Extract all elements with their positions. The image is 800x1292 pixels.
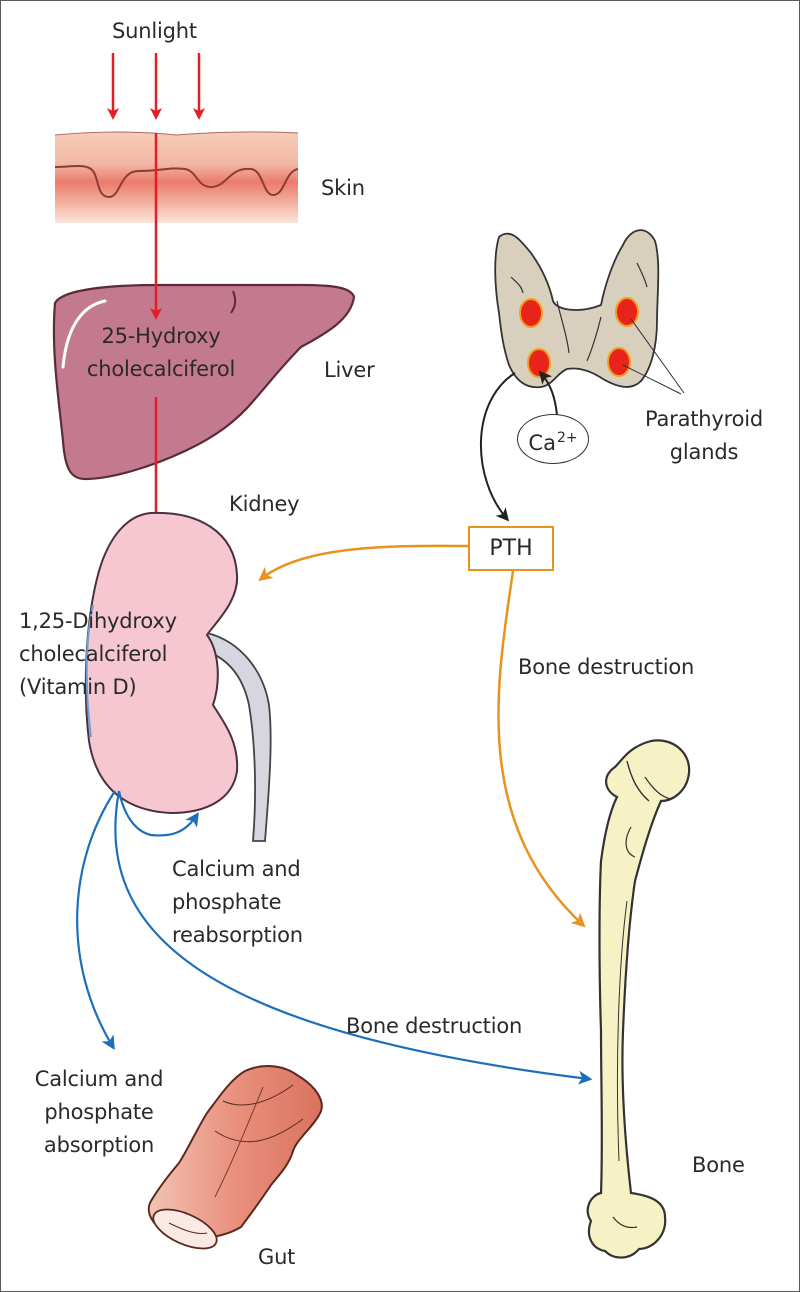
pth-bone-destruction-label: Bone destruction: [518, 655, 695, 679]
parathyroid-gland: [615, 297, 639, 327]
absorption-line2: phosphate: [44, 1100, 154, 1124]
absorption-line3: absorption: [43, 1133, 155, 1157]
reabsorption-line2: phosphate: [172, 890, 282, 914]
skin-label: Skin: [321, 176, 365, 200]
calcium-ion-label: Ca2+: [517, 414, 589, 464]
parathyroid-line1: Parathyroid: [644, 407, 764, 431]
parathyroid-line2: glands: [669, 440, 739, 464]
sunlight-arrows: [107, 53, 205, 120]
parathyroid-gland: [607, 347, 631, 377]
reabsorption-line1: Calcium and: [172, 857, 301, 881]
kidney-illustration: [84, 511, 272, 842]
reabsorption-line3: reabsorption: [172, 923, 303, 947]
vitamin-d-bone-destruction-label: Bone destruction: [346, 1014, 523, 1038]
sunlight-label: Sunlight: [112, 19, 197, 43]
parathyroid-pointer-lines: [622, 318, 685, 395]
thyroid-illustration: [494, 229, 660, 389]
liver-illustration: [52, 283, 356, 481]
parathyroid-gland: [519, 298, 543, 328]
bone-illustration: [586, 739, 691, 1259]
liver-label: Liver: [324, 358, 375, 382]
bone-label: Bone: [692, 1153, 745, 1177]
parathyroid-to-pth-arrow: [480, 372, 516, 522]
vitamin-d-gut-arrow: [76, 790, 116, 1050]
calcium-feedback-arrow: [538, 370, 558, 416]
pth-to-bone-arrow: [497, 570, 586, 928]
dihydroxy-cholecalciferol-label: 1,25-Dihydroxy cholecalciferol (Vitamin …: [19, 605, 177, 704]
dihydroxy-line2: cholecalciferol: [19, 642, 168, 666]
dihydroxy-line1: 1,25-Dihydroxy: [19, 609, 177, 633]
gut-illustration: [147, 1065, 323, 1250]
calcium-symbol: Ca: [528, 431, 556, 455]
pth-box: PTH: [468, 526, 554, 571]
vitamin-d-reabsorption-arrow: [117, 790, 199, 837]
hydroxy-line2: cholecalciferol: [86, 357, 236, 381]
reabsorption-label: Calcium and phosphate reabsorption: [172, 853, 303, 952]
parathyroid-glands-label: Parathyroid glands: [629, 403, 779, 469]
hydroxy-cholecalciferol-label: 25-Hydroxy cholecalciferol: [61, 320, 261, 386]
skin-illustration: [54, 131, 299, 223]
vitamin-d-bone-arrow: [114, 790, 593, 1085]
absorption-label: Calcium and phosphate absorption: [19, 1063, 179, 1162]
absorption-line1: Calcium and: [34, 1067, 164, 1091]
hydroxy-line1: 25-Hydroxy: [101, 324, 221, 348]
gut-label: Gut: [258, 1245, 296, 1269]
kidney-label: Kidney: [229, 492, 300, 516]
dihydroxy-line3: (Vitamin D): [19, 675, 137, 699]
pth-to-kidney-arrow: [258, 544, 469, 582]
parathyroid-gland: [527, 348, 551, 378]
calcium-charge: 2+: [556, 430, 578, 446]
